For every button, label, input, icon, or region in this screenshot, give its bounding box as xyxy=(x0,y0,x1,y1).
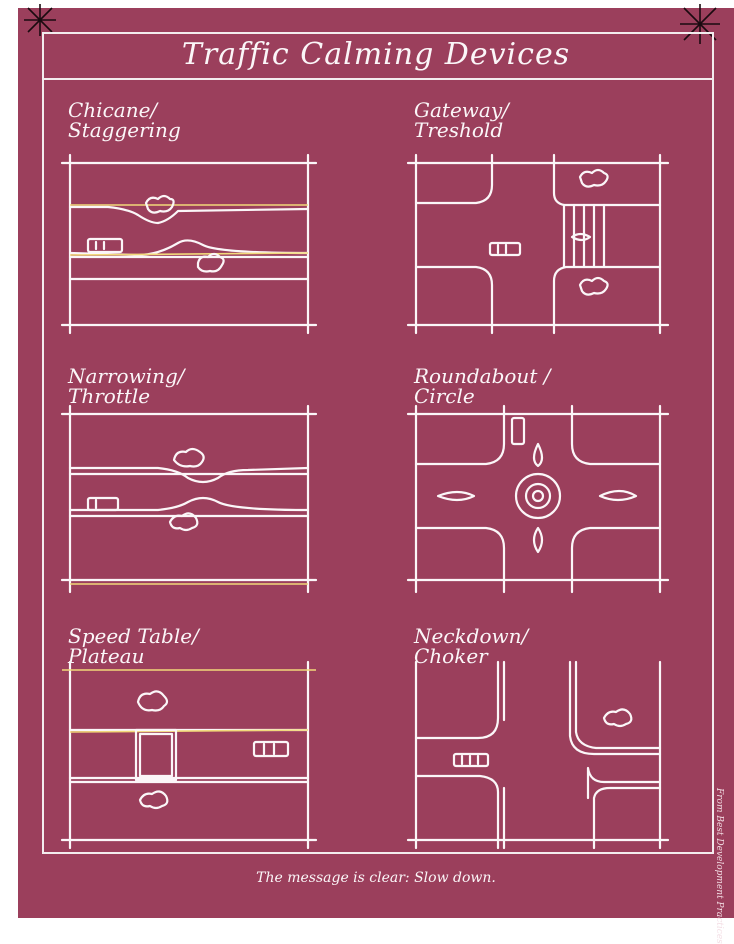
page-title: Traffic Calming Devices xyxy=(181,37,571,72)
corner-star-icon xyxy=(24,4,56,36)
panel-title-chicane: Chicane/ Staggering xyxy=(68,98,181,142)
caption: The message is clear: Slow down. xyxy=(256,870,496,886)
panel-title-roundabout: Roundabout / Circle xyxy=(414,364,551,408)
title-divider xyxy=(42,78,712,80)
panel-title-speed-table: Speed Table/ Plateau xyxy=(68,624,199,668)
diagram-neckdown xyxy=(406,660,670,850)
outer-frame xyxy=(42,32,714,854)
diagram-narrowing xyxy=(60,404,318,594)
corner-star-icon xyxy=(680,4,720,44)
diagram-speed-table xyxy=(60,660,318,850)
diagram-roundabout xyxy=(406,404,670,594)
panel-title-narrowing: Narrowing/ Throttle xyxy=(68,364,185,408)
panel-title-gateway: Gateway/ Treshold xyxy=(414,98,509,142)
diagram-gateway xyxy=(406,153,670,335)
panel-title-neckdown: Neckdown/ Choker xyxy=(414,624,529,668)
source-credit: From Best Development Practices xyxy=(714,788,724,944)
diagram-chicane xyxy=(60,153,318,335)
chalkboard: Traffic Calming Devices Chicane/ Stagger… xyxy=(18,4,734,944)
